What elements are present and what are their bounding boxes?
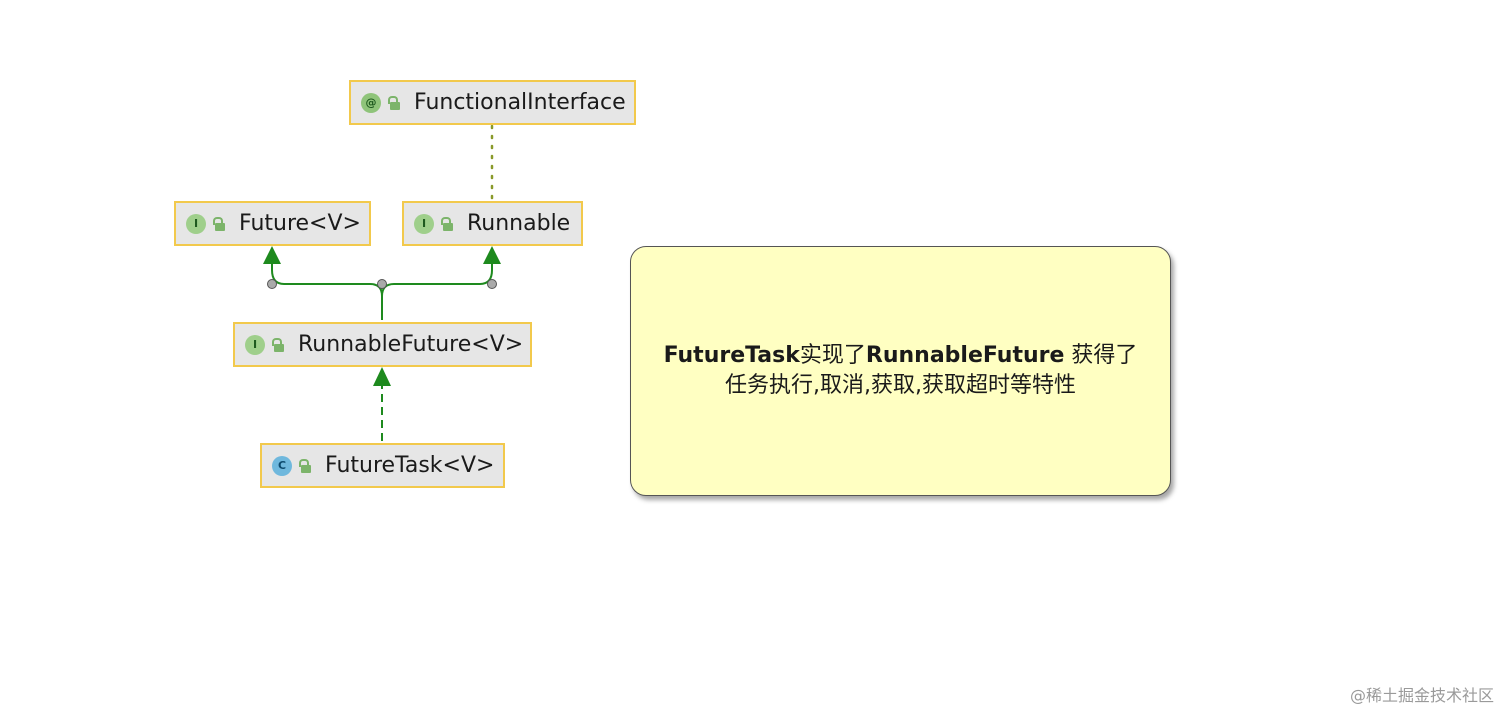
note-bold-runnablefuture: RunnableFuture <box>865 343 1065 368</box>
node-futuretask[interactable]: C FutureTask<V> <box>260 443 505 488</box>
junction-dot-right <box>487 279 497 289</box>
junction-dot-center <box>377 279 387 289</box>
interface-icon: I <box>414 213 434 234</box>
arrowhead-future <box>263 246 281 264</box>
node-future[interactable]: I Future<V> <box>174 201 371 246</box>
class-icon: C <box>272 455 292 476</box>
node-label: Runnable <box>467 211 571 236</box>
note-text-segment: 获得了 任务执行,取消,获取,获取超时等特性 <box>725 343 1138 398</box>
lock-open-icon <box>271 337 284 352</box>
node-functionalinterface[interactable]: @ FunctionalInterface <box>349 80 636 125</box>
node-runnablefuture[interactable]: I RunnableFuture<V> <box>233 322 532 367</box>
lock-open-icon <box>212 216 225 231</box>
note-box[interactable]: FutureTask实现了RunnableFuture 获得了 任务执行,取消,… <box>630 246 1171 496</box>
edge-rfuture-future <box>271 262 383 320</box>
note-text-segment: 实现了 <box>799 343 866 368</box>
annotation-icon: @ <box>361 92 381 113</box>
note-text: FutureTask实现了RunnableFuture 获得了 任务执行,取消,… <box>664 341 1138 401</box>
note-bold-futuretask: FutureTask <box>663 343 800 368</box>
lock-open-icon <box>440 216 453 231</box>
node-label: Future<V> <box>239 211 361 236</box>
arrowhead-rfuture <box>373 367 391 386</box>
node-label: RunnableFuture<V> <box>298 332 524 357</box>
lock-open-icon <box>298 458 311 473</box>
junction-dot-left <box>267 279 277 289</box>
node-label: FutureTask<V> <box>325 453 495 478</box>
edge-rfuture-runnable <box>381 262 493 297</box>
node-runnable[interactable]: I Runnable <box>402 201 583 246</box>
interface-icon: I <box>245 334 265 355</box>
arrowhead-runnable <box>483 246 501 264</box>
lock-open-icon <box>387 95 400 110</box>
interface-icon: I <box>186 213 206 234</box>
watermark: @稀土掘金技术社区 <box>1349 686 1494 705</box>
node-label: FunctionalInterface <box>414 90 626 115</box>
